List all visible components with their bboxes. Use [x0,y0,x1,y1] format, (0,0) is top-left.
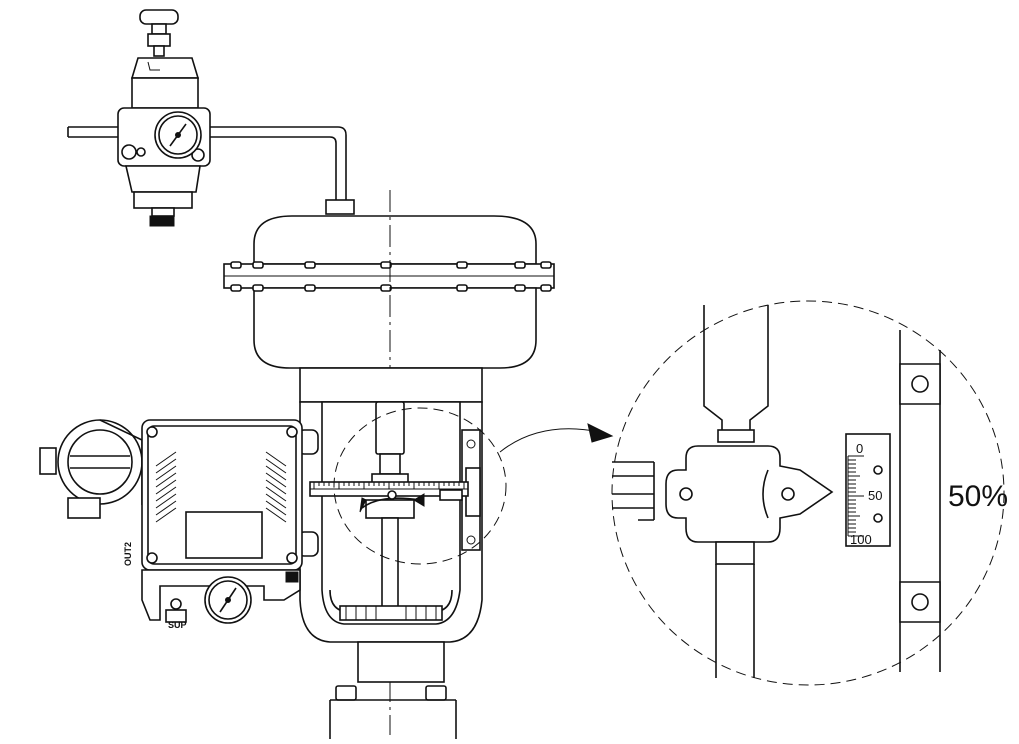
scale-tick-0: 0 [856,441,863,456]
percent-label: 50% [948,480,1008,513]
flange-bolt [540,284,552,292]
flange-bolt [514,284,526,292]
flange-bolt [456,261,468,269]
output-pipe [210,126,355,215]
flange-bolt [252,284,264,292]
magnified-detail: 0 50 100 50% [611,300,1008,686]
feedback-lever [309,481,469,513]
flange-bolt [230,284,242,292]
flange-bolt [380,261,392,269]
filter-regulator [117,9,211,227]
supply-pipe [67,126,118,138]
flange-bolt [380,284,392,292]
flange-bolt [304,261,316,269]
valve-positioner: SUP OUT2 [39,419,303,630]
flange-bolt [252,261,264,269]
flange-bolt [540,261,552,269]
diaphragm-actuator [223,215,555,369]
out-port-label: OUT2 [123,542,133,566]
yoke [297,367,483,739]
flange-bolt [304,284,316,292]
flange-bolt [456,284,468,292]
flange-bolt [514,261,526,269]
sup-port-label: SUP [168,620,187,630]
scale-tick-50: 50 [868,488,882,503]
position-scale [847,455,864,537]
zoom-source-circle [333,407,507,565]
zoom-leader-arrow [499,423,614,453]
flange-bolt [230,261,242,269]
scale-tick-100: 100 [850,532,872,547]
